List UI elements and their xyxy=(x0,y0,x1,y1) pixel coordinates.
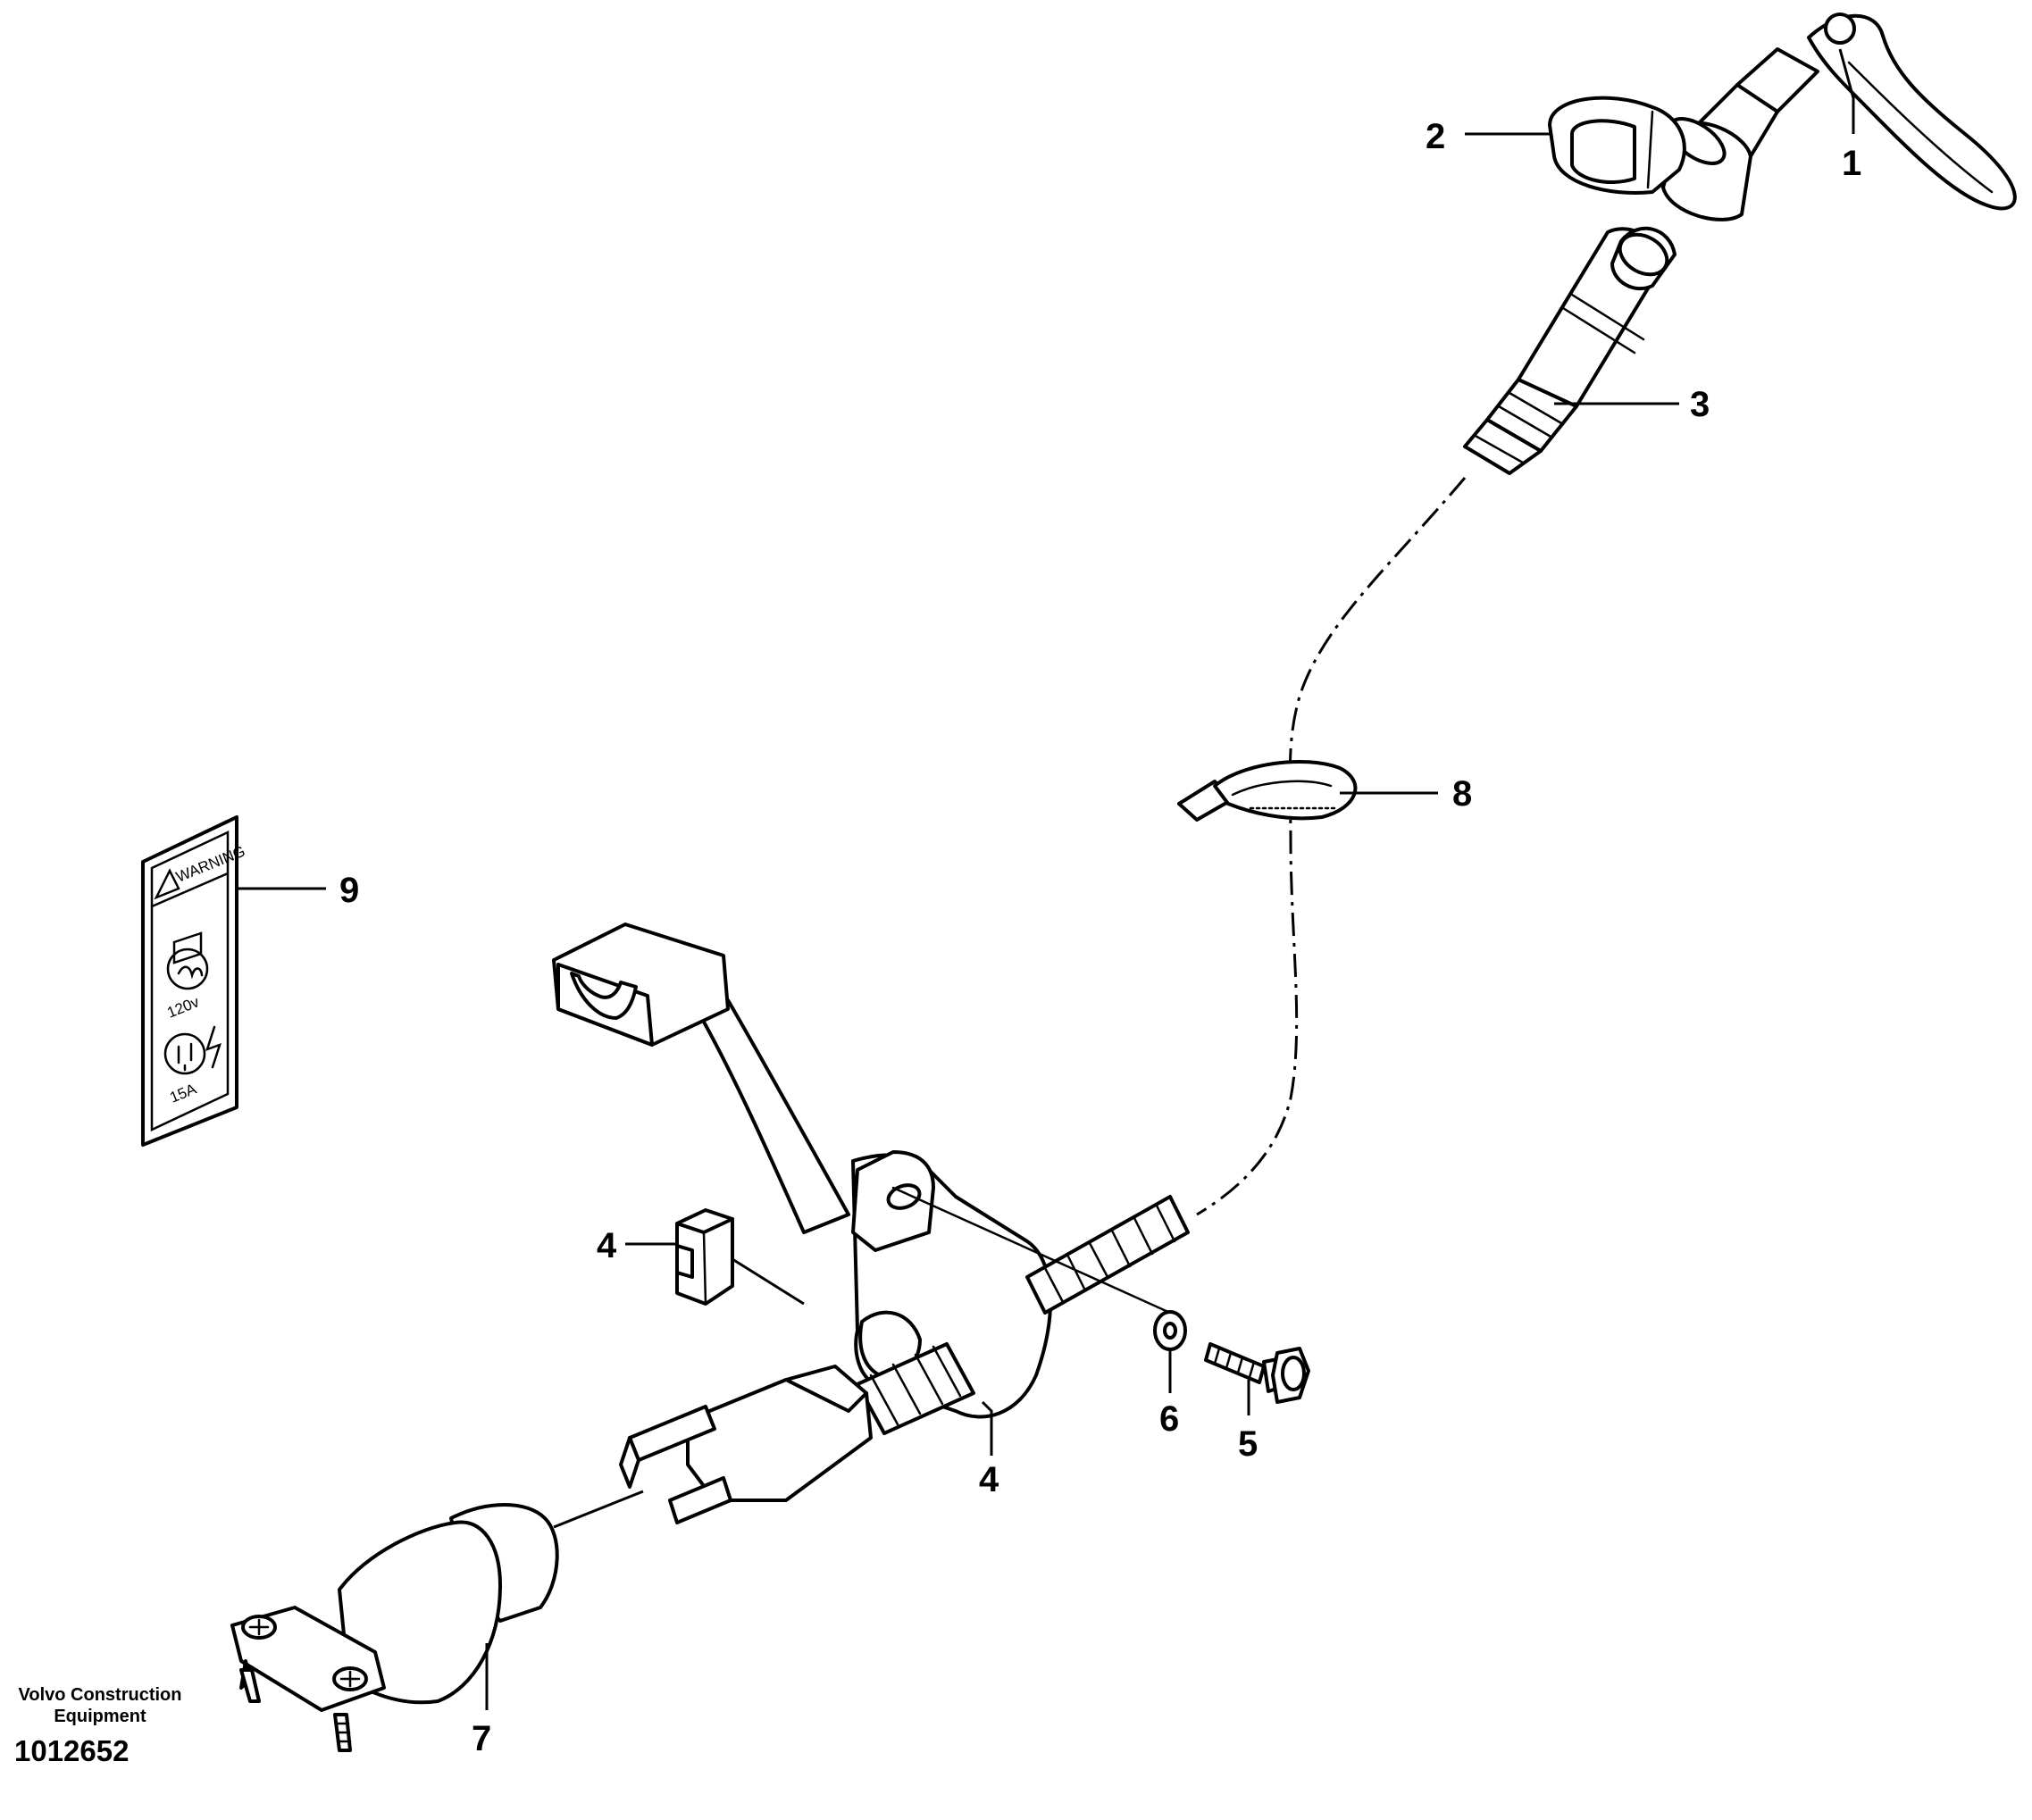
drawing-number: 1012652 xyxy=(14,1734,129,1767)
leader-lines xyxy=(237,48,1855,1710)
callout-9: 9 xyxy=(339,871,359,910)
plug xyxy=(619,1365,873,1524)
part-9-warning-label: WARNING 120v 15A xyxy=(141,815,247,1147)
part-3-connector xyxy=(1463,226,1677,475)
callout-3: 3 xyxy=(1690,385,1710,424)
callout-8: 8 xyxy=(1452,774,1472,814)
part-5-bolt xyxy=(1204,1342,1310,1404)
part-7-receptacle xyxy=(230,1503,559,1752)
cable-route-line xyxy=(1196,477,1467,1216)
spring-coil xyxy=(856,1186,1190,1435)
callout-1: 1 xyxy=(1842,144,1861,183)
callout-4-left: 4 xyxy=(597,1226,617,1265)
callout-6: 6 xyxy=(1159,1399,1179,1439)
part-6-washer xyxy=(1153,1310,1187,1351)
part-4-holder-hook xyxy=(552,923,1053,1419)
company-name-line-1: Volvo Construction xyxy=(19,1685,182,1705)
company-name-line-2: Equipment xyxy=(54,1707,146,1726)
callout-7: 7 xyxy=(472,1719,491,1758)
part-4-clip-block xyxy=(675,1208,734,1306)
plug-to-receptacle-line xyxy=(553,1490,644,1529)
callout-2: 2 xyxy=(1426,117,1445,156)
callout-4-bottom: 4 xyxy=(979,1460,999,1499)
part-2-bushing xyxy=(1548,96,1686,195)
callout-5: 5 xyxy=(1238,1424,1258,1464)
part-1-cap-strap xyxy=(1661,13,2017,221)
part-8-cable-tie xyxy=(1177,759,1358,822)
